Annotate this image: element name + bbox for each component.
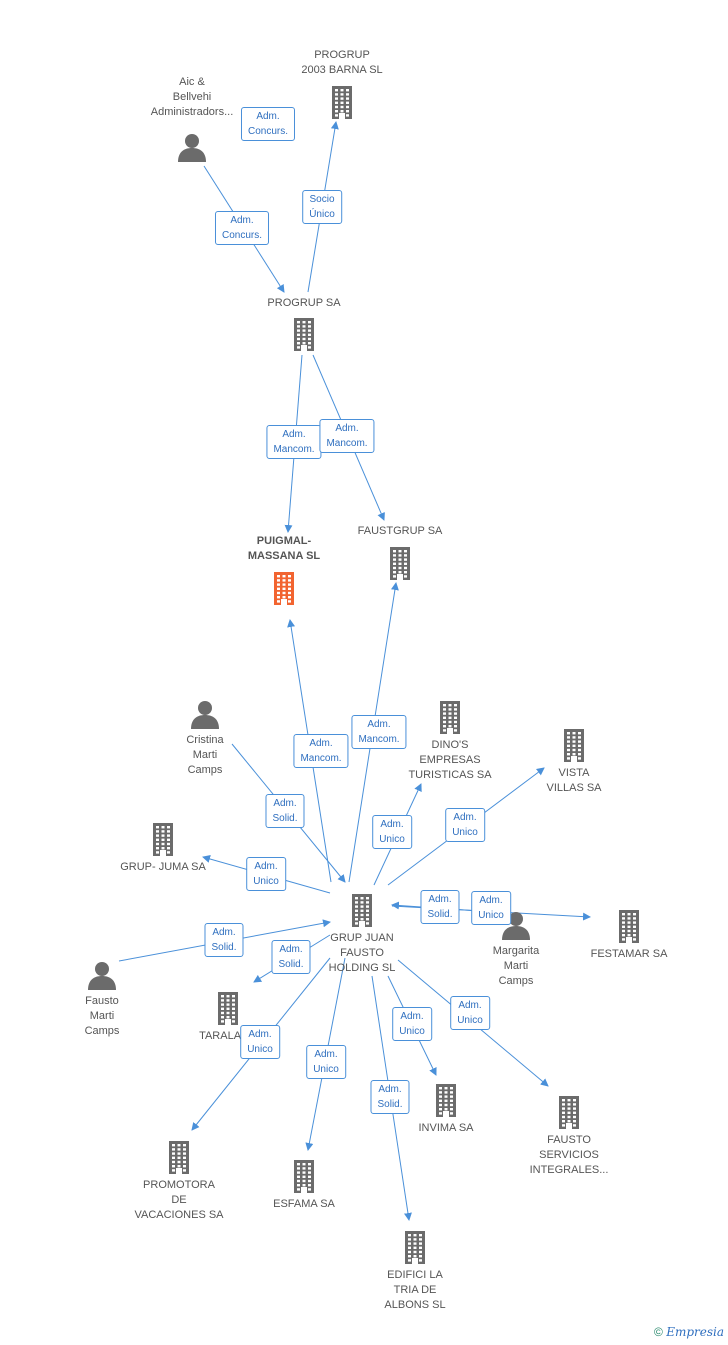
node-label-edificila[interactable]: EDIFICI LA TRIA DE ALBONS SL [384,1269,446,1311]
edge-label[interactable]: Adm. Unico [246,857,286,891]
edge-label[interactable]: Socio Único [302,190,342,224]
edge-label[interactable]: Adm. Concurs. [240,107,296,141]
building-icon[interactable] [554,1095,584,1134]
edge-label[interactable]: Adm. Unico [392,1007,432,1041]
node-label-faustoserv[interactable]: FAUSTO SERVICIOS INTEGRALES... [529,1134,609,1176]
edge-label[interactable]: Adm. Unico [445,808,485,842]
building-icon[interactable] [327,85,357,124]
edge-label[interactable]: Adm. Unico [372,815,412,849]
footer-brand: © Empresia [654,1325,724,1339]
edge-label[interactable]: Adm. Solid. [370,1080,410,1114]
node-label-faustomc[interactable]: Fausto Marti Camps [84,995,120,1037]
node-label-festamar[interactable]: FESTAMAR SA [590,948,668,960]
node-label-promotora[interactable]: PROMOTORA DE VACACIONES SA [134,1179,224,1221]
person-icon[interactable] [87,960,117,995]
building-icon[interactable] [400,1230,430,1269]
node-label-grupjuan[interactable]: GRUP JUAN FAUSTO HOLDING SL [328,932,396,974]
node-label-esfama[interactable]: ESFAMA SA [273,1198,335,1210]
node-label-dinos[interactable]: DINO'S EMPRESAS TURISTICAS SA [408,739,492,781]
building-icon[interactable] [431,1083,461,1122]
building-icon[interactable] [614,909,644,948]
edge-label[interactable]: Adm. Unico [306,1045,346,1079]
empresia-logo: Empresia [666,1325,724,1339]
building-icon[interactable] [435,700,465,739]
edge-label[interactable]: Adm. Mancom. [319,419,375,453]
edge-label[interactable]: Adm. Unico [450,996,490,1030]
node-label-faustgrup[interactable]: FAUSTGRUP SA [357,525,443,537]
building-icon[interactable] [559,728,589,767]
node-label-margarita[interactable]: Margarita Marti Camps [492,945,540,987]
node-label-progrup[interactable]: PROGRUP SA [267,297,341,309]
edge-label[interactable]: Adm. Unico [240,1025,280,1059]
node-label-puigmal[interactable]: PUIGMAL- MASSANA SL [247,535,321,562]
copyright-symbol: © [654,1325,663,1339]
building-icon[interactable] [164,1140,194,1179]
building-icon[interactable] [289,1159,319,1198]
node-label-cristina[interactable]: Cristina Marti Camps [186,734,224,776]
edge-label[interactable]: Adm. Mancom. [351,715,407,749]
building-icon[interactable] [213,991,243,1030]
building-icon[interactable] [269,571,299,610]
edge-label[interactable]: Adm. Solid. [271,940,311,974]
node-label-vista[interactable]: VISTA VILLAS SA [546,767,602,794]
building-icon[interactable] [148,822,178,861]
node-label-progrup2003[interactable]: PROGRUP 2003 BARNA SL [301,49,383,76]
edge-label[interactable]: Adm. Solid. [204,923,244,957]
person-icon[interactable] [190,699,220,734]
node-label-grupjuma[interactable]: GRUP- JUMA SA [120,861,206,873]
edge-label[interactable]: Adm. Mancom. [293,734,349,768]
edge-label[interactable]: Adm. Solid. [265,794,305,828]
building-icon[interactable] [347,893,377,932]
node-label-aic[interactable]: Aic & Bellvehi Administradors... [150,76,234,118]
edge-label[interactable]: Adm. Mancom. [266,425,322,459]
edge-label[interactable]: Adm. Concurs. [214,211,270,245]
node-label-invima[interactable]: INVIMA SA [418,1122,474,1134]
building-icon[interactable] [289,317,319,356]
building-icon[interactable] [385,546,415,585]
edge-label[interactable]: Adm. Solid. [420,890,460,924]
person-icon[interactable] [501,910,531,945]
edge-label[interactable]: Adm. Unico [471,891,511,925]
person-icon[interactable] [177,132,207,167]
